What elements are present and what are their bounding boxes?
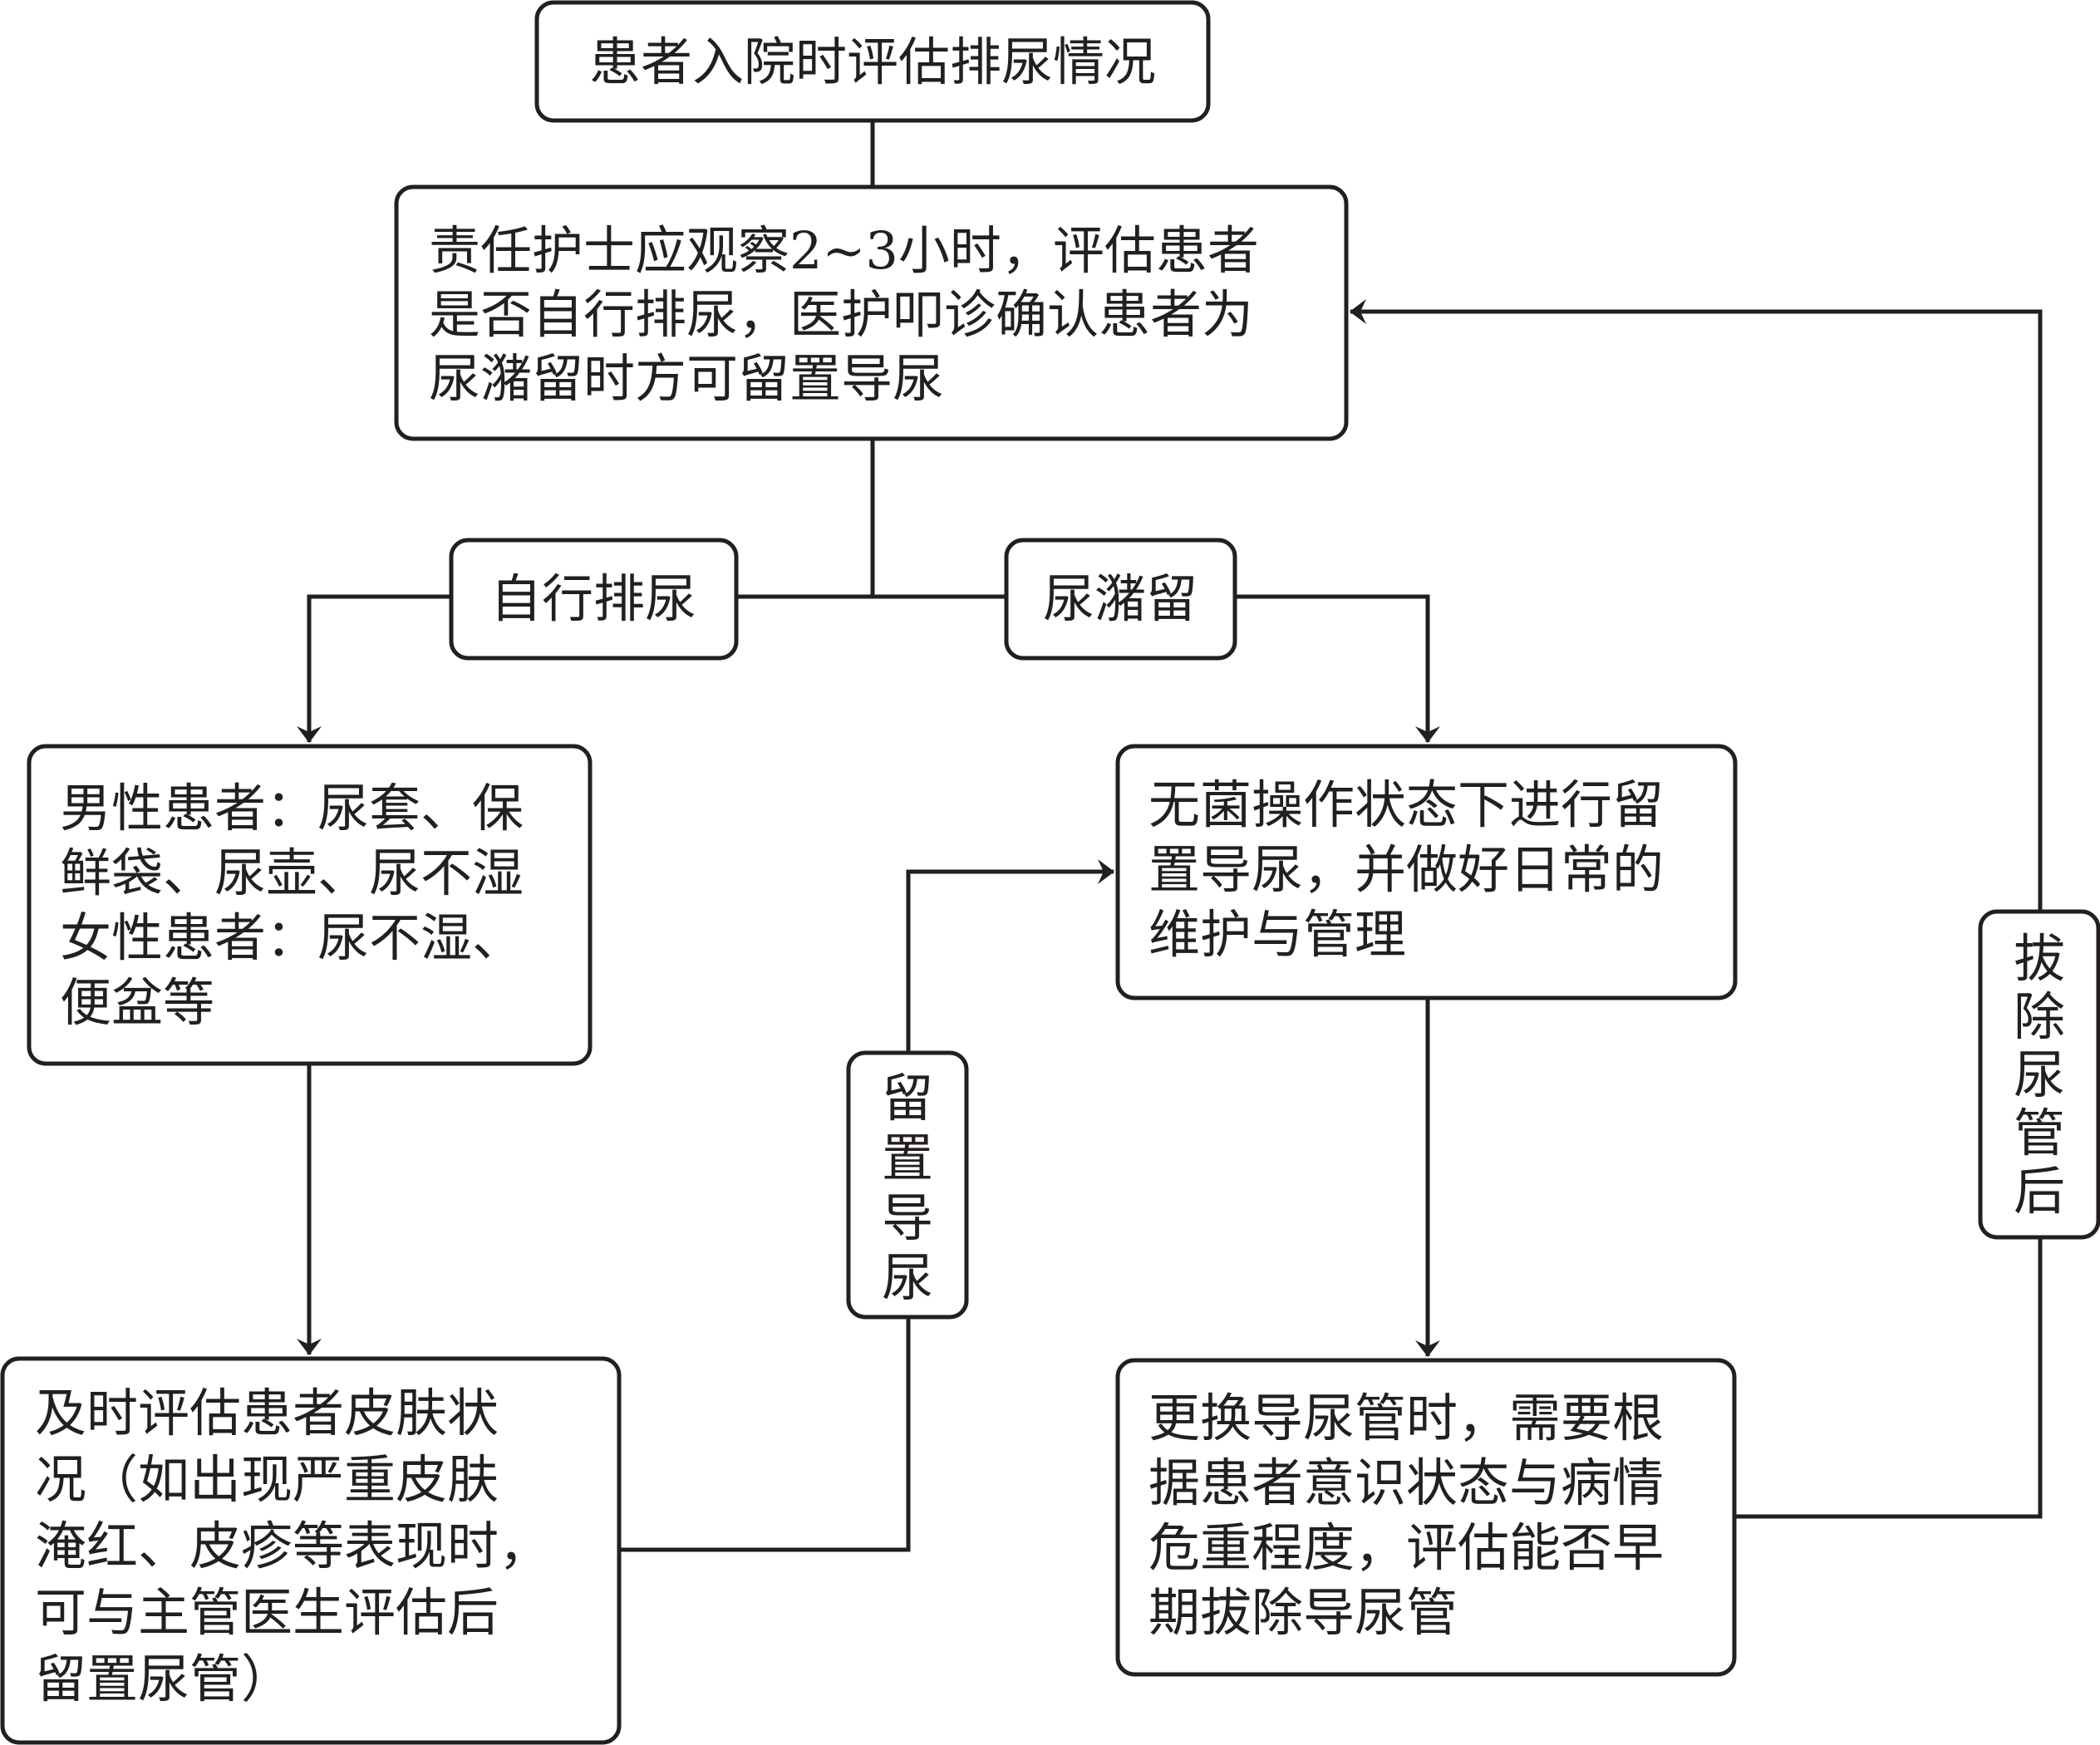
node-aseptic-catheter-line-1: 无菌操作状态下进行留 xyxy=(1148,774,1664,835)
svg-text:更换导尿管时，需要根: 更换导尿管时，需要根 xyxy=(1148,1388,1664,1448)
node-nurse-observe-line-1: 责任护士应观察2~3小时，评估患者 xyxy=(429,220,1259,281)
node-replace-catheter-line-3: 危重程度，评估能否早 xyxy=(1148,1517,1664,1578)
node-nurse-observe-line-2: 是否自行排尿，医护叩诊确认患者为 xyxy=(429,284,1253,345)
svg-text:男性患者：尿套、保: 男性患者：尿套、保 xyxy=(60,778,524,838)
svg-text:尿: 尿 xyxy=(882,1247,933,1308)
node-skin-assess-line-1: 及时评估患者皮肤状 xyxy=(35,1383,499,1443)
node-nurse-observe: 责任护士应观察2~3小时，评估患者 是否自行排尿，医护叩诊确认患者为 尿潴留时方… xyxy=(394,184,1349,441)
node-aseptic-catheter-line-3: 维护与管理 xyxy=(1148,904,1406,965)
svg-text:置导尿，并做好日常的: 置导尿，并做好日常的 xyxy=(1148,839,1664,900)
svg-text:尿潴留: 尿潴留 xyxy=(1043,568,1198,629)
svg-text:自行排尿: 自行排尿 xyxy=(490,568,696,629)
node-self-void-aids-line-4: 便盆等 xyxy=(60,972,214,1033)
svg-text:患者入院时评估排尿情况: 患者入院时评估排尿情况 xyxy=(589,32,1156,92)
edge-label-retention-text: 尿潴留 xyxy=(1043,568,1198,629)
edge-label-after-removal-char-1: 拔 xyxy=(2014,928,2065,989)
node-aseptic-catheter-line-2: 置导尿，并做好日常的 xyxy=(1148,839,1664,900)
node-aseptic-catheter: 无菌操作状态下进行留 置导尿，并做好日常的 维护与管理 xyxy=(1115,744,1738,1000)
node-skin-assess-line-3: 淹红、皮疹等表现时， xyxy=(35,1516,550,1576)
svg-text:除: 除 xyxy=(2014,986,2065,1047)
node-self-void-aids: 男性患者：尿套、保 鲜袋、尿壶、尿不湿 女性患者：尿不湿、 便盆等 xyxy=(27,744,593,1066)
svg-text:是否自行排尿，医护叩诊确认患者为: 是否自行排尿，医护叩诊确认患者为 xyxy=(429,284,1253,345)
node-replace-catheter-line-1: 更换导尿管时，需要根 xyxy=(1148,1388,1664,1448)
node-skin-assess-line-4: 可与主管医生评估后 xyxy=(35,1582,499,1643)
node-replace-catheter-line-2: 据患者意识状态与病情 xyxy=(1148,1453,1664,1513)
svg-text:淹红、皮疹等表现时，: 淹红、皮疹等表现时， xyxy=(35,1516,550,1576)
edge-label-indwelling-char-1: 留 xyxy=(882,1068,933,1128)
svg-text:管: 管 xyxy=(2014,1103,2065,1163)
svg-text:维护与管理: 维护与管理 xyxy=(1148,904,1406,965)
edge-label-retention: 尿潴留 xyxy=(1004,538,1237,661)
svg-text:鲜袋、尿壶、尿不湿: 鲜袋、尿壶、尿不湿 xyxy=(60,843,524,903)
edge-label-after-removal-char-2: 除 xyxy=(2014,986,2065,1047)
node-self-void-aids-line-2: 鲜袋、尿壶、尿不湿 xyxy=(60,843,524,903)
svg-text:据患者意识状态与病情: 据患者意识状态与病情 xyxy=(1148,1453,1664,1513)
node-self-void-aids-line-1: 男性患者：尿套、保 xyxy=(60,778,524,838)
edge-label-after-removal-char-3: 尿 xyxy=(2014,1045,2065,1105)
edge-label-self-void-text: 自行排尿 xyxy=(490,568,696,629)
svg-text:后: 后 xyxy=(2014,1161,2065,1222)
edge-label-after-removal-char-4: 管 xyxy=(2014,1103,2065,1163)
svg-text:尿: 尿 xyxy=(2014,1045,2065,1105)
svg-text:及时评估患者皮肤状: 及时评估患者皮肤状 xyxy=(35,1383,499,1443)
svg-text:置: 置 xyxy=(882,1128,933,1188)
edge-label-indwelling: 留 置 导 尿 xyxy=(846,1050,969,1320)
node-skin-assess-line-2: 况（如出现严重皮肤 xyxy=(35,1449,499,1510)
svg-text:拔: 拔 xyxy=(2014,928,2065,989)
node-self-void-aids-line-3: 女性患者：尿不湿、 xyxy=(60,907,524,968)
svg-text:危重程度，评估能否早: 危重程度，评估能否早 xyxy=(1148,1517,1664,1578)
svg-text:况（如出现严重皮肤: 况（如出现严重皮肤 xyxy=(35,1449,499,1510)
node-nurse-observe-line-3: 尿潴留时方可留置导尿 xyxy=(429,348,944,409)
node-replace-catheter: 更换导尿管时，需要根 据患者意识状态与病情 危重程度，评估能否早 期拔除导尿管 xyxy=(1115,1358,1737,1677)
svg-text:导: 导 xyxy=(882,1187,933,1248)
node-skin-assess-line-5: 留置尿管） xyxy=(35,1649,293,1709)
svg-text:无菌操作状态下进行留: 无菌操作状态下进行留 xyxy=(1148,774,1664,835)
node-skin-assess: 及时评估患者皮肤状 况（如出现严重皮肤 淹红、皮疹等表现时， 可与主管医生评估后… xyxy=(0,1356,622,1745)
edge-label-indwelling-char-4: 尿 xyxy=(882,1247,933,1308)
node-replace-catheter-line-4: 期拔除导尿管 xyxy=(1148,1582,1458,1643)
node-assess-admission-line: 患者入院时评估排尿情况 xyxy=(589,32,1156,92)
svg-text:期拔除导尿管: 期拔除导尿管 xyxy=(1148,1582,1458,1643)
svg-text:女性患者：尿不湿、: 女性患者：尿不湿、 xyxy=(60,907,524,968)
svg-text:留: 留 xyxy=(882,1068,933,1128)
edge-label-self-void: 自行排尿 xyxy=(449,538,739,661)
svg-text:便盆等: 便盆等 xyxy=(60,972,214,1033)
edge-label-after-removal: 拔 除 尿 管 后 xyxy=(1978,909,2100,1240)
svg-text:责任护士应观察2~3小时，评估患者: 责任护士应观察2~3小时，评估患者 xyxy=(429,220,1259,281)
edge-label-indwelling-char-3: 导 xyxy=(882,1187,933,1248)
node-assess-admission: 患者入院时评估排尿情况 xyxy=(534,0,1211,123)
edge-label-after-removal-char-5: 后 xyxy=(2014,1161,2065,1222)
svg-text:留置尿管）: 留置尿管） xyxy=(35,1649,293,1709)
svg-text:尿潴留时方可留置导尿: 尿潴留时方可留置导尿 xyxy=(429,348,944,409)
edge-label-indwelling-char-2: 置 xyxy=(882,1128,933,1188)
svg-text:可与主管医生评估后: 可与主管医生评估后 xyxy=(35,1582,499,1643)
